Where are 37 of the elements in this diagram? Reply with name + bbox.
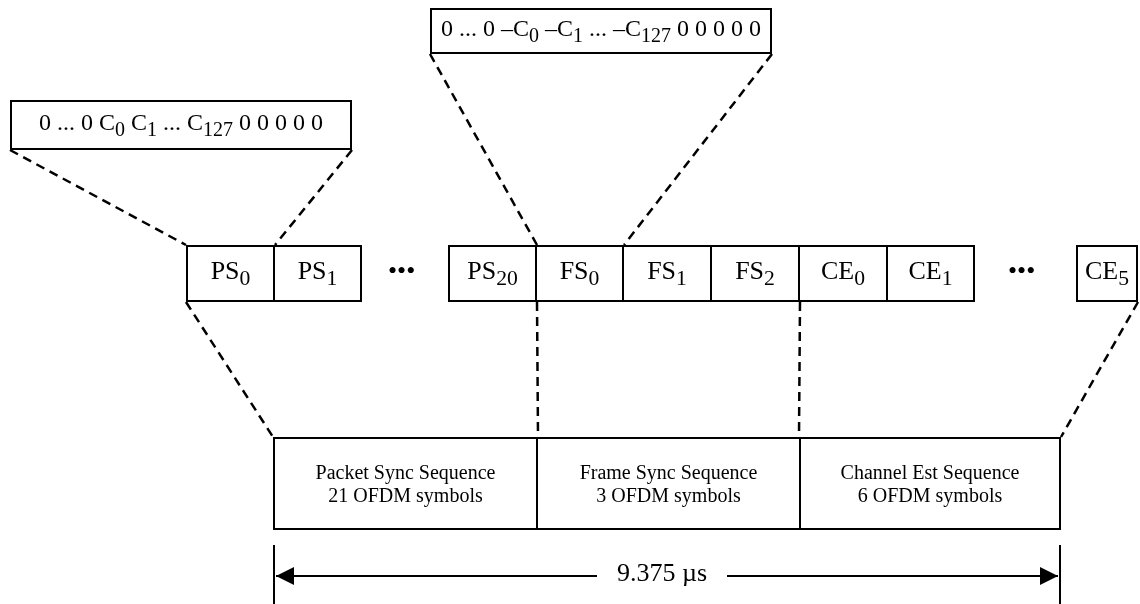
dashed-connector bbox=[274, 149, 353, 246]
symbol-cell bbox=[710, 245, 800, 302]
node-caption: 6 OFDM symbols bbox=[857, 483, 1003, 507]
sequence-field bbox=[536, 437, 801, 530]
node-label: CE$_{5}$ bbox=[1084, 255, 1130, 292]
sequence-field bbox=[799, 437, 1061, 530]
node-label: PS$_{1}$ bbox=[297, 255, 338, 292]
node-label: 0 ... 0 C$_{0}$ C$_{1}$ ... C$_{127}$ 0 0 0 0 0 bbox=[38, 109, 323, 141]
symbol-cell bbox=[535, 245, 624, 302]
symbol-cell bbox=[798, 245, 888, 302]
sequence-box bbox=[430, 8, 772, 54]
sequence-field bbox=[273, 437, 538, 530]
node-caption: 3 OFDM symbols bbox=[596, 483, 741, 507]
symbol-cell bbox=[273, 245, 362, 302]
dashed-connector bbox=[1059, 301, 1140, 438]
symbol-cell bbox=[1076, 245, 1138, 302]
dashed-connector bbox=[428, 53, 539, 246]
symbol-cell bbox=[886, 245, 975, 302]
dashed-connector bbox=[184, 301, 275, 438]
node-label: Channel Est Sequence bbox=[840, 460, 1020, 484]
node-label: CE$_{0}$ bbox=[820, 255, 866, 292]
node-label: FS$_{2}$ bbox=[735, 255, 775, 292]
dashed-connector bbox=[623, 53, 773, 246]
node-label: Frame Sync Sequence bbox=[579, 460, 758, 484]
node-label: PS$_{20}$ bbox=[467, 255, 518, 292]
node-label: 0 ... 0 –C$_{0}$ –C$_{1}$ ... –C$_{127}$ 0 0 0 0 0 bbox=[440, 15, 761, 47]
node-label: CE$_{1}$ bbox=[908, 255, 953, 292]
node-label: PS$_{0}$ bbox=[210, 255, 251, 292]
node-label: FS$_{1}$ bbox=[647, 255, 687, 292]
node-label: Packet Sync Sequence bbox=[315, 460, 496, 484]
symbol-cell bbox=[448, 245, 537, 302]
dashed-connector bbox=[9, 148, 187, 247]
sequence-box bbox=[10, 100, 352, 150]
symbol-cell bbox=[622, 245, 712, 302]
symbol-cell bbox=[186, 245, 275, 302]
node-caption: 21 OFDM symbols bbox=[328, 483, 483, 507]
node-label: FS$_{0}$ bbox=[559, 255, 600, 292]
